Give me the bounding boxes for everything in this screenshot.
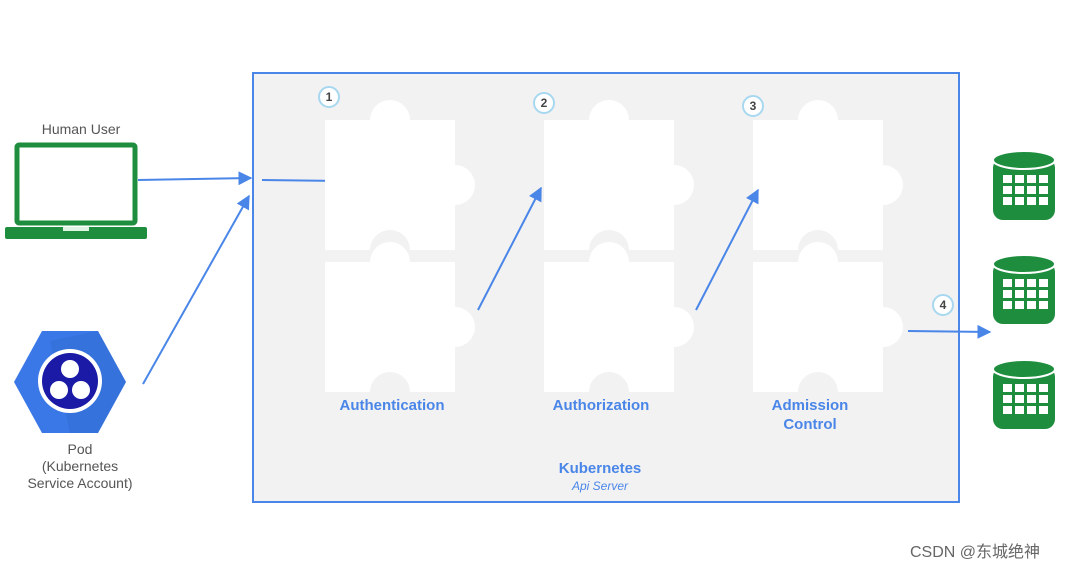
laptop-icon — [5, 142, 147, 239]
step-badge: 4 — [932, 294, 954, 316]
step-badge: 2 — [533, 92, 555, 114]
api-server-subtitle: Api Server — [571, 479, 629, 493]
stage-label-authentication: Authentication — [339, 397, 445, 414]
stage-label-authorization: Authorization — [552, 397, 650, 414]
database-icon — [992, 150, 1056, 220]
stage-label-admission-control: Admission Control — [771, 397, 849, 433]
admission-control-puzzle — [753, 100, 903, 392]
user-to-api-arrow — [137, 171, 253, 186]
step-badge: 3 — [742, 95, 764, 117]
database-icon — [992, 254, 1056, 324]
pod-label: Pod (Kubernetes Service Account) — [27, 441, 133, 491]
human-user-label: Human User — [41, 121, 121, 137]
pod-to-api-arrow — [142, 194, 250, 385]
watermark: CSDN @东城绝神 — [910, 544, 1041, 561]
authorization-to-admission-arrow — [695, 188, 759, 311]
step-badge: 1 — [318, 86, 340, 108]
authentication-to-authorization-arrow — [477, 186, 542, 311]
database-icon — [992, 359, 1056, 429]
authentication-puzzle — [325, 100, 475, 392]
api-server-title: Kubernetes — [558, 460, 642, 477]
admission-to-storage-arrow — [907, 324, 992, 339]
pod-icon — [14, 331, 126, 433]
authorization-puzzle — [544, 100, 694, 392]
